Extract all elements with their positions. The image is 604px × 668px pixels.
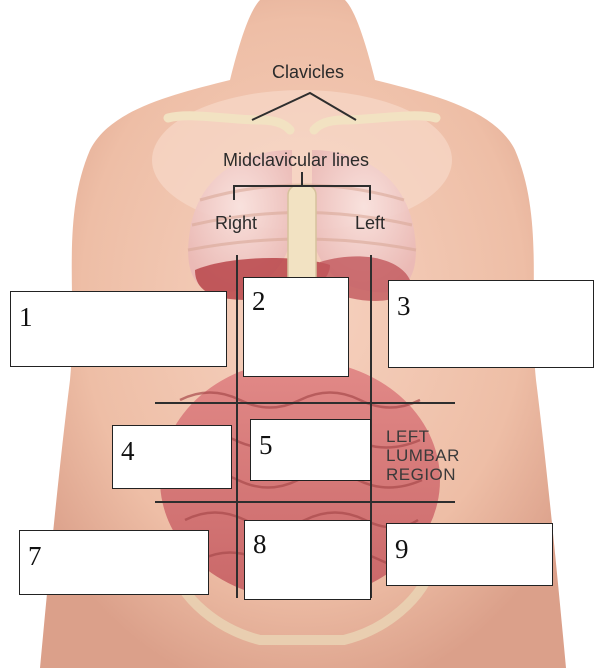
answer-box-8[interactable]: 8: [244, 520, 371, 600]
answer-box-7[interactable]: 7: [19, 530, 209, 595]
left-label: Left: [355, 213, 385, 234]
box-number: 5: [259, 430, 273, 461]
box-number: 7: [28, 541, 42, 572]
midclavicular-lines-label: Midclavicular lines: [223, 150, 369, 171]
clavicles-label: Clavicles: [272, 62, 344, 83]
answer-box-5[interactable]: 5: [250, 419, 371, 481]
box-number: 9: [395, 534, 409, 565]
region-label-line2: LUMBAR: [386, 446, 460, 465]
box-number: 4: [121, 436, 135, 467]
box-number: 8: [253, 529, 267, 560]
answer-box-1[interactable]: 1: [10, 291, 227, 367]
right-label: Right: [215, 213, 257, 234]
answer-box-9[interactable]: 9: [386, 523, 553, 586]
box-number: 2: [252, 286, 266, 317]
region-label-line3: REGION: [386, 465, 460, 484]
region-label-line1: LEFT: [386, 427, 460, 446]
box-number: 1: [19, 302, 33, 333]
answer-box-3[interactable]: 3: [388, 280, 594, 368]
left-lumbar-region-label: LEFT LUMBAR REGION: [386, 427, 460, 484]
answer-box-4[interactable]: 4: [112, 425, 232, 489]
box-number: 3: [397, 291, 411, 322]
answer-box-2[interactable]: 2: [243, 277, 349, 377]
